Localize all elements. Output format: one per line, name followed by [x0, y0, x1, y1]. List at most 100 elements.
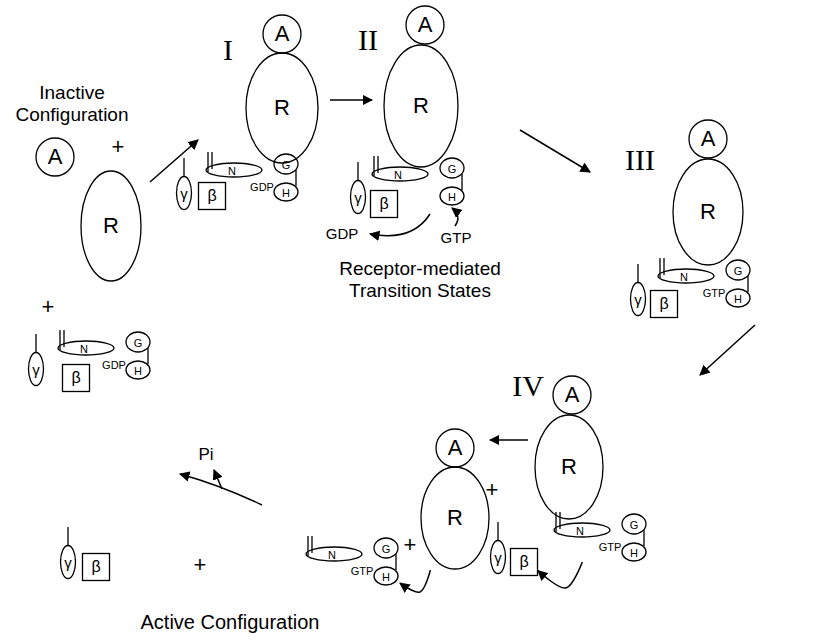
- node-text: R: [447, 507, 463, 529]
- node-text: R: [274, 97, 290, 119]
- subunit-label: N: [680, 271, 688, 283]
- hydrolysis-arrow: [180, 474, 262, 505]
- node-text: γ: [494, 550, 502, 565]
- alpha-subunit: N G GTP H: [652, 258, 752, 308]
- subunit-label-holder: H: [382, 568, 390, 584]
- beta-subunit: β: [650, 290, 678, 318]
- label-text: GTP: [441, 229, 472, 246]
- subunit-label-holder: GTP: [599, 538, 622, 554]
- label-text: +: [404, 532, 417, 557]
- subunit-label: GTP: [351, 565, 374, 577]
- state-numeral: I: [223, 33, 233, 68]
- beta-subunit: β: [510, 548, 538, 576]
- node-text: γ: [64, 555, 72, 570]
- subunit-label: G: [382, 543, 391, 555]
- label-text: +: [42, 294, 55, 319]
- node-text: β: [91, 559, 100, 575]
- subunit-label-holder: H: [134, 362, 142, 378]
- transition-arrow: [520, 130, 590, 172]
- subunit-label-holder: N: [328, 546, 336, 562]
- subunit-label-holder: N: [680, 268, 688, 284]
- subunit-label-holder: H: [282, 184, 290, 200]
- label-text: +: [112, 134, 125, 159]
- subunit-label: GTP: [599, 541, 622, 553]
- subunit-label: G: [282, 159, 291, 171]
- subunit-label-holder: H: [448, 188, 456, 204]
- label-text: Active Configuration: [141, 611, 320, 634]
- subunit-label: H: [448, 191, 456, 203]
- phosphate-release-arrow: [214, 470, 222, 489]
- alpha-subunit: N G GDP H: [200, 152, 300, 202]
- receptor-ellipse: R: [534, 414, 604, 520]
- state-numeral: III: [625, 143, 655, 178]
- subunit-label: N: [228, 165, 236, 177]
- gamma-subunit: γ: [350, 180, 366, 214]
- subunit-label-holder: GTP: [351, 562, 374, 578]
- subunit-label-holder: G: [382, 540, 391, 556]
- agonist-circle: A: [405, 5, 445, 45]
- node-text: A: [701, 128, 716, 150]
- receptor-ellipse: R: [80, 170, 142, 282]
- subunit-label-holder: N: [394, 166, 402, 182]
- node-text: R: [413, 95, 429, 117]
- node-text: R: [103, 215, 119, 237]
- gamma-subunit: γ: [176, 176, 192, 210]
- subunit-label: G: [734, 265, 743, 277]
- node-text: R: [561, 456, 577, 478]
- subunit-label-holder: G: [134, 334, 143, 350]
- subunit-label-holder: GDP: [102, 356, 126, 372]
- subunit-label-holder: G: [630, 516, 639, 532]
- label-text: GDP: [326, 225, 359, 242]
- subunit-label-holder: G: [448, 160, 457, 176]
- subunit-label: H: [134, 365, 142, 377]
- node-text: β: [379, 196, 388, 212]
- subunit-label: N: [80, 343, 88, 355]
- subunit-label: H: [282, 187, 290, 199]
- node-text: A: [418, 14, 433, 36]
- state-numeral: IV: [512, 369, 544, 404]
- subunit-label: GDP: [250, 181, 274, 193]
- gamma-subunit: γ: [60, 545, 76, 579]
- dissociation-arrow: [538, 562, 582, 588]
- node-text: γ: [32, 362, 40, 377]
- label-text: Inactive Configuration: [2, 82, 142, 126]
- subunit-label-holder: N: [228, 162, 236, 178]
- receptor-ellipse: R: [672, 158, 744, 266]
- state-numeral: II: [358, 23, 378, 58]
- agonist-circle: A: [262, 14, 302, 54]
- transition-arrow: [150, 140, 198, 182]
- subunit-label-holder: N: [80, 340, 88, 356]
- node-text: β: [659, 296, 668, 312]
- beta-subunit: β: [198, 182, 226, 210]
- alpha-subunit: N G GDP H: [52, 330, 152, 380]
- receptor-ellipse: R: [383, 44, 459, 168]
- beta-subunit: β: [82, 553, 110, 581]
- gamma-subunit: γ: [28, 352, 44, 386]
- node-text: A: [448, 437, 463, 459]
- agonist-circle: A: [435, 428, 475, 468]
- node-text: β: [207, 188, 216, 204]
- subunit-label-holder: GTP: [703, 284, 726, 300]
- subunit-label: GDP: [102, 359, 126, 371]
- gamma-subunit: γ: [490, 540, 506, 574]
- transition-arrow: [490, 439, 528, 441]
- beta-subunit: β: [370, 190, 398, 218]
- transition-arrow: [330, 99, 372, 101]
- subunit-label: G: [448, 163, 457, 175]
- subunit-label: G: [630, 519, 639, 531]
- node-text: A: [48, 146, 63, 168]
- node-text: γ: [180, 186, 188, 201]
- subunit-label-holder: H: [734, 290, 742, 306]
- label-text: Receptor-mediated Transition States: [315, 258, 525, 302]
- label-text: Pi: [198, 445, 213, 465]
- node-text: R: [700, 201, 716, 223]
- subunit-label-holder: GDP: [250, 178, 274, 194]
- agonist-circle: A: [552, 375, 592, 415]
- subunit-label: H: [734, 293, 742, 305]
- beta-subunit: β: [62, 364, 90, 392]
- node-text: A: [565, 384, 580, 406]
- subunit-label-holder: G: [734, 262, 743, 278]
- receptor-ellipse: R: [245, 52, 319, 164]
- subunit-label: N: [394, 169, 402, 181]
- agonist-circle: A: [35, 137, 75, 177]
